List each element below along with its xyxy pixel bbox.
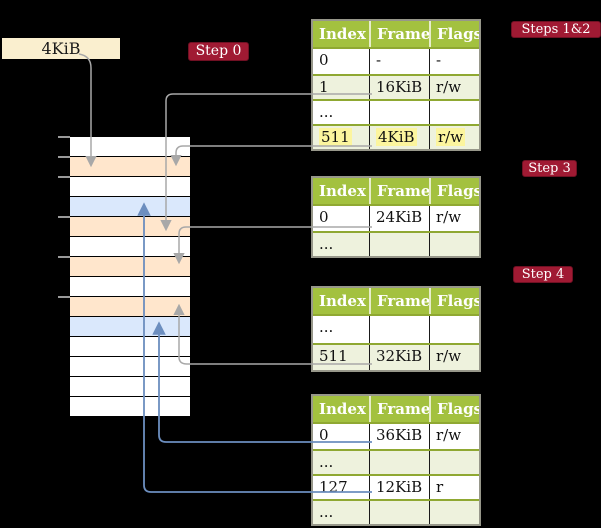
column-header-index: Index <box>319 400 366 418</box>
table-row: ... <box>313 449 479 474</box>
column-header-flags: Flags <box>429 21 479 47</box>
memory-boundary-tick <box>58 136 70 138</box>
table-cell-flags: r/w <box>429 424 479 449</box>
table-row: ... <box>313 99 479 124</box>
column-header-frame: Frame <box>369 178 429 204</box>
column-header-frame: Frame <box>369 21 429 47</box>
column-header-flags: Flags <box>429 288 479 314</box>
table-cell-flags: r/w <box>429 76 479 99</box>
table-cell-index: 0 <box>319 426 329 444</box>
memory-boundary-tick <box>58 176 70 178</box>
step0-label: Step 0 <box>188 42 249 61</box>
step4-label: Step 4 <box>513 266 573 283</box>
column-header-index: Index <box>319 25 366 43</box>
table-row: ... <box>313 499 479 524</box>
memory-boundary-tick <box>58 156 70 158</box>
table-cell-frame: 24KiB <box>369 206 429 231</box>
table-cell-flags: - <box>429 49 479 74</box>
table-cell-index: 511 <box>319 347 348 365</box>
column-header-flags: Flags <box>429 396 479 422</box>
memory-boundary-tick <box>58 296 70 298</box>
table-cell-flags: r/w <box>429 126 479 149</box>
table-cell-index: ... <box>319 503 334 521</box>
table-cell-index: 1 <box>319 78 329 96</box>
table-cell-frame <box>369 501 429 524</box>
memory-frame-row-white <box>70 337 190 357</box>
memory-frame-row-blue <box>70 197 190 217</box>
table-cell-flags <box>429 316 479 343</box>
memory-boundary-tick <box>58 216 70 218</box>
table-cell-flags: r/w <box>429 206 479 231</box>
memory-frame-row-white <box>70 377 190 397</box>
table-row: 0 -- <box>313 49 479 74</box>
column-header-frame: Frame <box>369 288 429 314</box>
column-header-frame: Frame <box>369 396 429 422</box>
table-cell-frame: 4KiB <box>369 126 429 149</box>
memory-frame-row-white <box>70 357 190 377</box>
memory-frame-row-white <box>70 137 190 157</box>
table-cell-flags: r/w <box>429 345 479 370</box>
memory-frame-row-white <box>70 397 190 417</box>
table-row: ... <box>313 316 479 343</box>
table-cell-frame <box>369 451 429 474</box>
memory-boundary-tick <box>58 256 70 258</box>
highlighted-value: 4KiB <box>376 128 417 146</box>
steps-1-2-label: Steps 1&2 <box>511 21 601 38</box>
table-cell-frame: 16KiB <box>369 76 429 99</box>
table-cell-frame: 12KiB <box>369 476 429 499</box>
table-row: ... <box>313 231 479 256</box>
memory-frame-row-peach <box>70 297 190 317</box>
memory-frame-row-white <box>70 237 190 257</box>
table-cell-index: ... <box>319 235 334 253</box>
table-cell-frame <box>369 233 429 256</box>
table-cell-index: 0 <box>319 208 329 226</box>
memory-frame-row-blue <box>70 317 190 337</box>
frame-size-box: 4KiB <box>2 38 120 59</box>
highlighted-value: r/w <box>436 128 466 146</box>
table-cell-index: ... <box>319 453 334 471</box>
table-cell-frame <box>369 316 429 343</box>
table-cell-index: ... <box>319 318 334 336</box>
table-cell-index: 0 <box>319 51 329 69</box>
table-cell-index: 127 <box>319 478 348 496</box>
memory-frame-row-peach <box>70 157 190 177</box>
table-cell-index: 511 <box>313 126 369 149</box>
memory-frame-row-peach <box>70 217 190 237</box>
table-cell-flags <box>429 233 479 256</box>
memory-frame-row-white <box>70 277 190 297</box>
table-cell-flags <box>429 101 479 124</box>
memory-frame-row-peach <box>70 257 190 277</box>
step3-label: Step 3 <box>522 160 577 177</box>
physical-memory-column <box>58 136 190 417</box>
column-header-index: Index <box>319 292 366 310</box>
table-cell-flags: r <box>429 476 479 499</box>
column-header-index: Index <box>319 182 366 200</box>
table-cell-frame: 36KiB <box>369 424 429 449</box>
highlighted-value: 511 <box>319 128 352 146</box>
table-cell-flags <box>429 501 479 524</box>
table-cell-flags <box>429 451 479 474</box>
table-cell-frame <box>369 101 429 124</box>
table-cell-frame: - <box>369 49 429 74</box>
memory-frame-row-white <box>70 177 190 197</box>
column-header-flags: Flags <box>429 178 479 204</box>
table-cell-index: ... <box>319 103 334 121</box>
table-row: 511 4KiB r/w <box>313 124 479 149</box>
table-cell-frame: 32KiB <box>369 345 429 370</box>
